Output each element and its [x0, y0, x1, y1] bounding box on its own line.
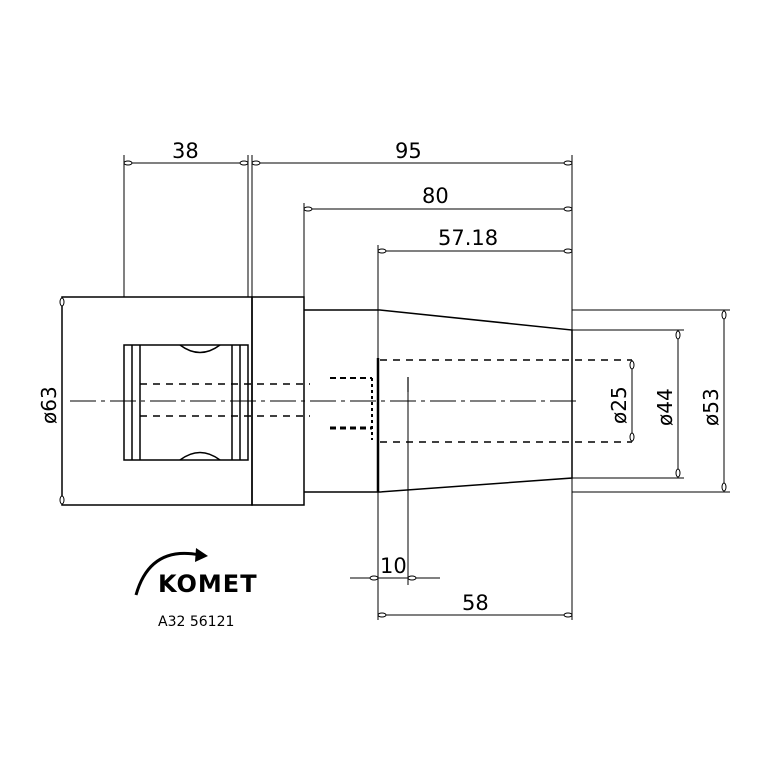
- dim-57-18: 57.18: [438, 226, 498, 250]
- dimension-lines: [61, 155, 730, 620]
- clamp-slot: [123, 344, 249, 461]
- dim-dia-25: ø25: [607, 386, 631, 424]
- logo-wordmark: KOMET: [158, 570, 258, 598]
- end-face-detail: [330, 377, 409, 440]
- dim-95: 95: [395, 139, 422, 163]
- dim-dia-53: ø53: [699, 388, 723, 426]
- dim-dia-63: ø63: [37, 386, 61, 424]
- komet-logo: KOMET A32 56121: [134, 548, 258, 630]
- dim-80: 80: [422, 184, 449, 208]
- hidden-bore-lines: [140, 359, 632, 443]
- dim-10: 10: [380, 554, 407, 578]
- dim-38: 38: [172, 139, 199, 163]
- article-number: A32 56121: [158, 614, 234, 630]
- dim-dia-44: ø44: [653, 388, 677, 426]
- logo-arc-icon: [134, 551, 201, 596]
- dim-58: 58: [462, 591, 489, 615]
- dimension-terminators: [59, 160, 727, 618]
